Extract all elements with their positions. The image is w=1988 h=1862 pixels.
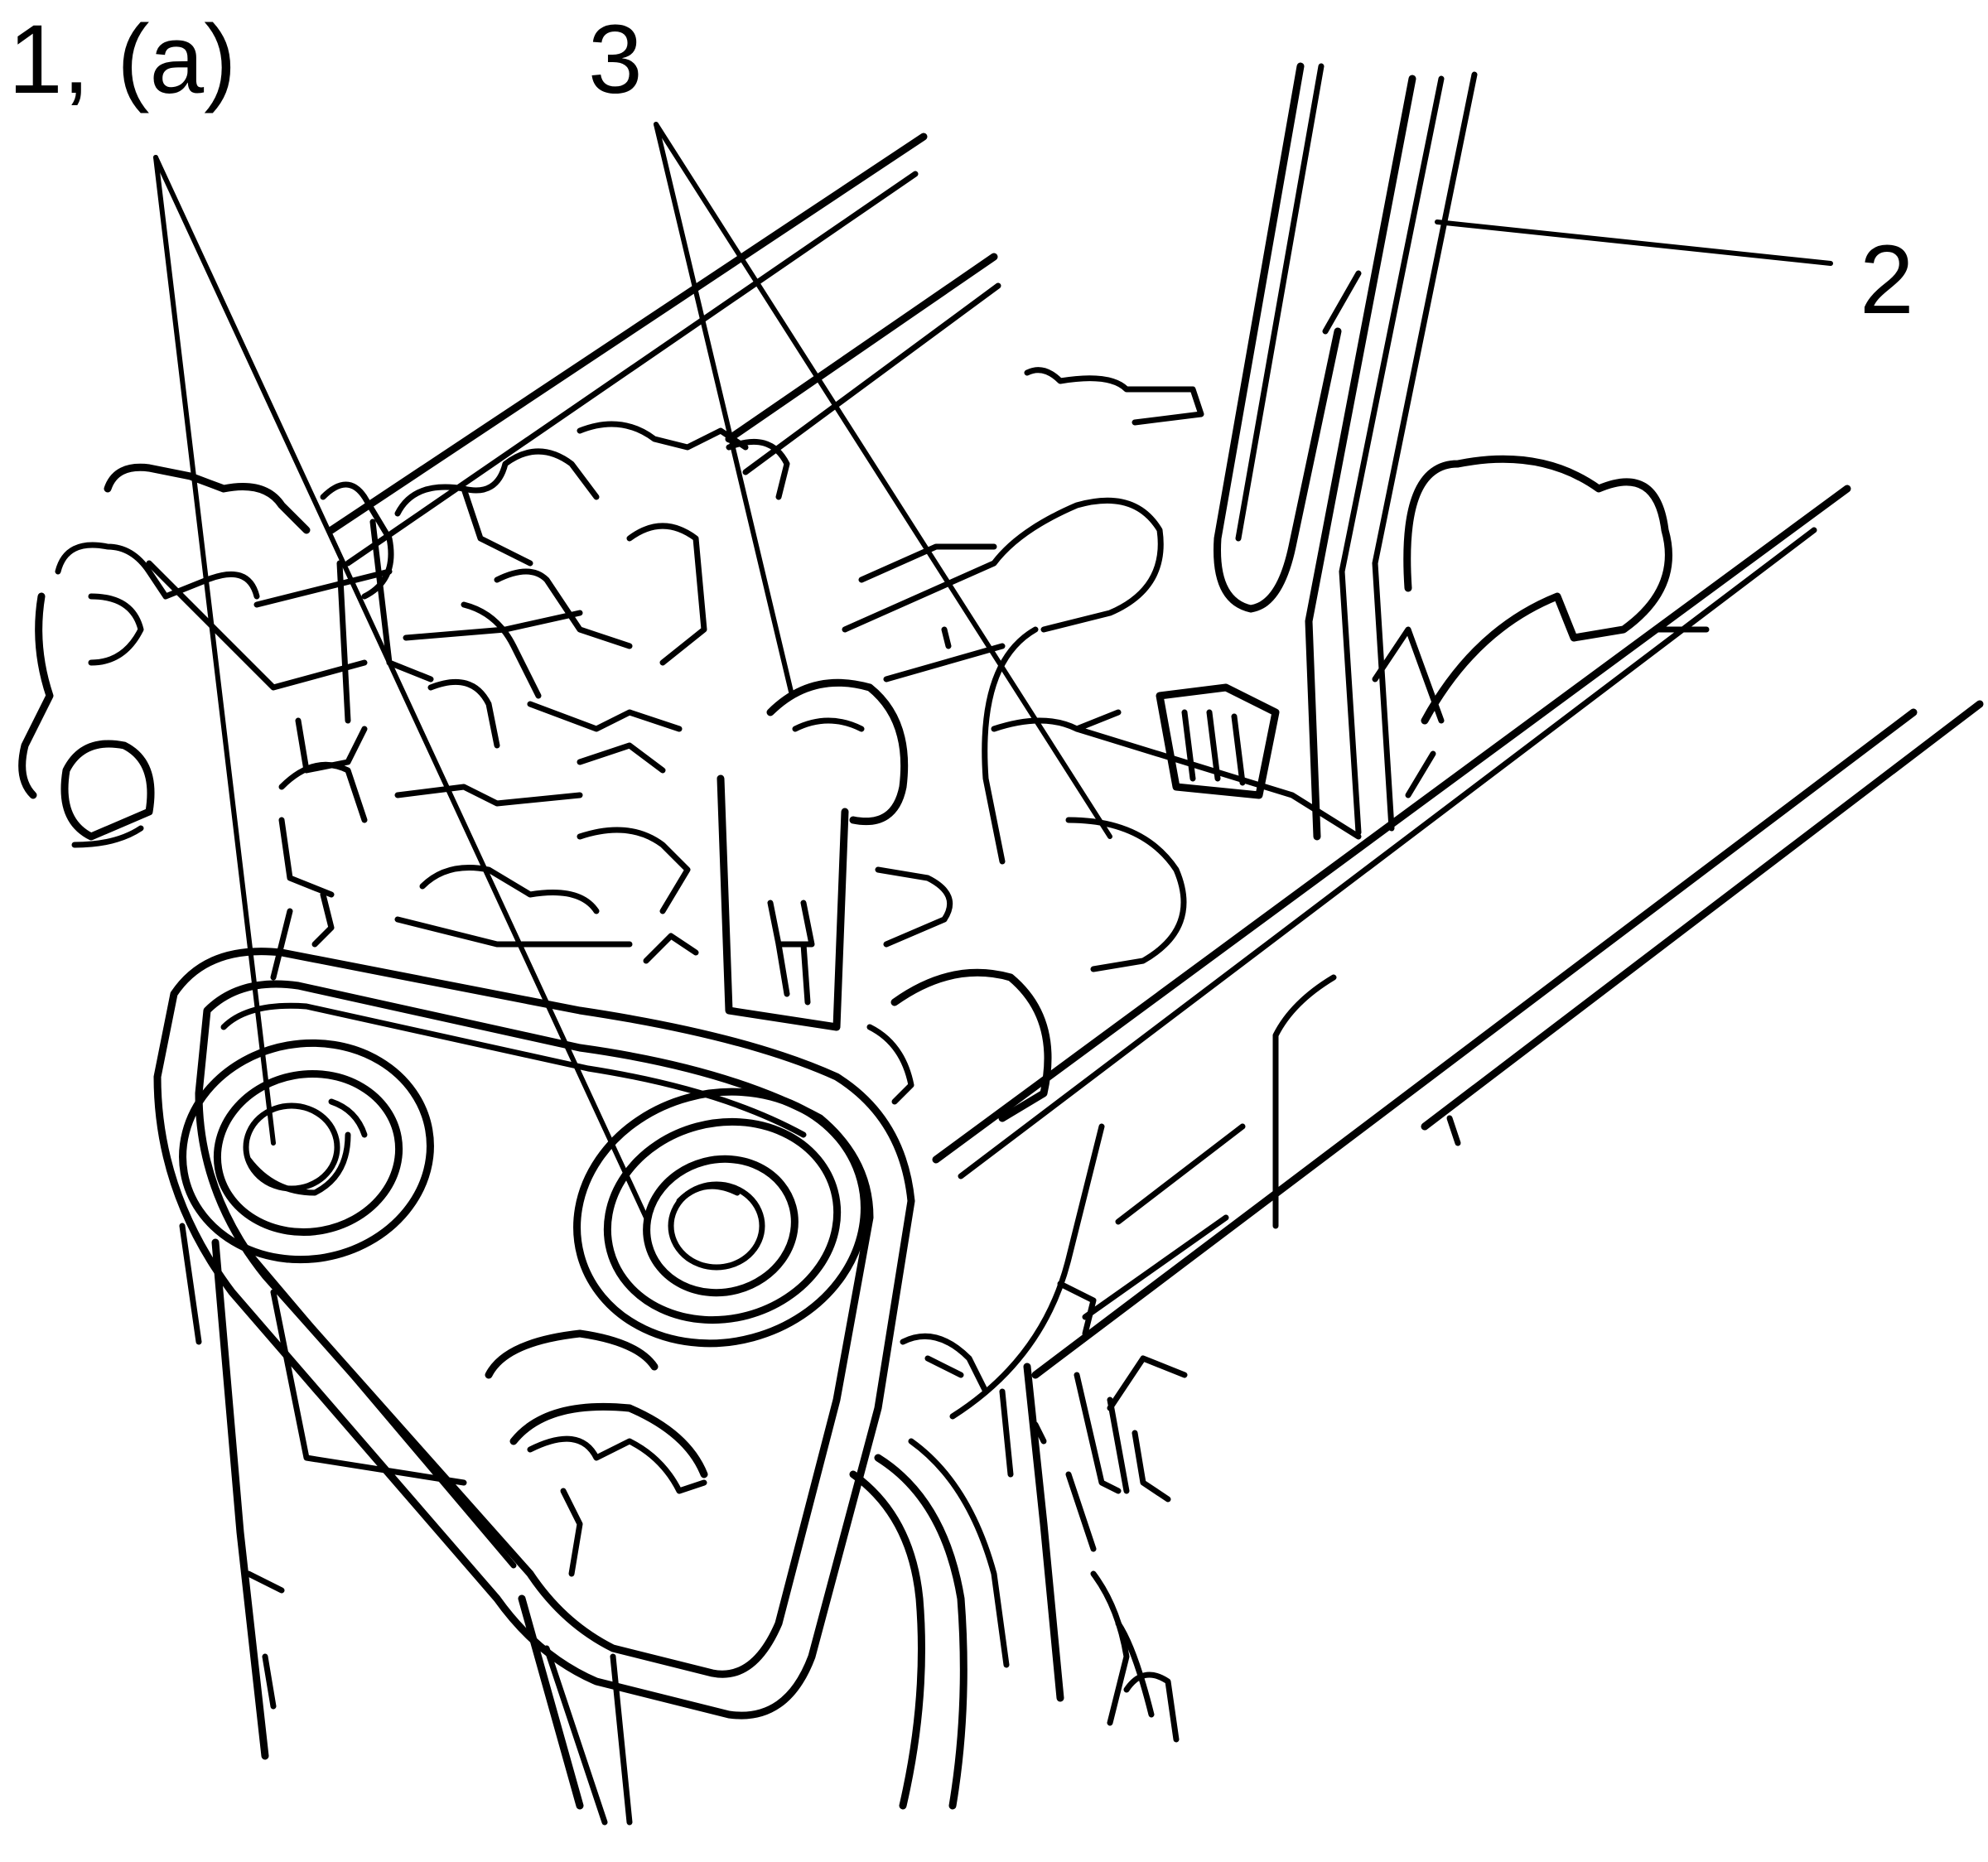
left-upper-components — [18, 421, 790, 848]
callout-label-3: 3 — [588, 5, 643, 114]
callout-label-2: 2 — [1860, 225, 1914, 335]
drive-belt — [153, 948, 915, 1720]
leader-lines-1a — [153, 155, 649, 1220]
cylinder-head — [932, 455, 1984, 1420]
mid-left-parts — [270, 784, 699, 981]
wrench-tool — [1074, 62, 1478, 841]
callout-label-1a: 1, (a) — [8, 5, 236, 114]
engine-block-details — [717, 367, 1204, 1122]
crankshaft-pulley — [485, 1329, 1010, 1810]
leader-lines-3 — [654, 122, 1112, 839]
center-pulley — [573, 1088, 868, 1348]
lower-right-body — [999, 1281, 1188, 1743]
leader-line-2 — [1435, 219, 1833, 266]
lower-left-body — [179, 1223, 633, 1826]
left-pulley — [179, 1039, 434, 1264]
upper-pipes — [327, 133, 1001, 567]
